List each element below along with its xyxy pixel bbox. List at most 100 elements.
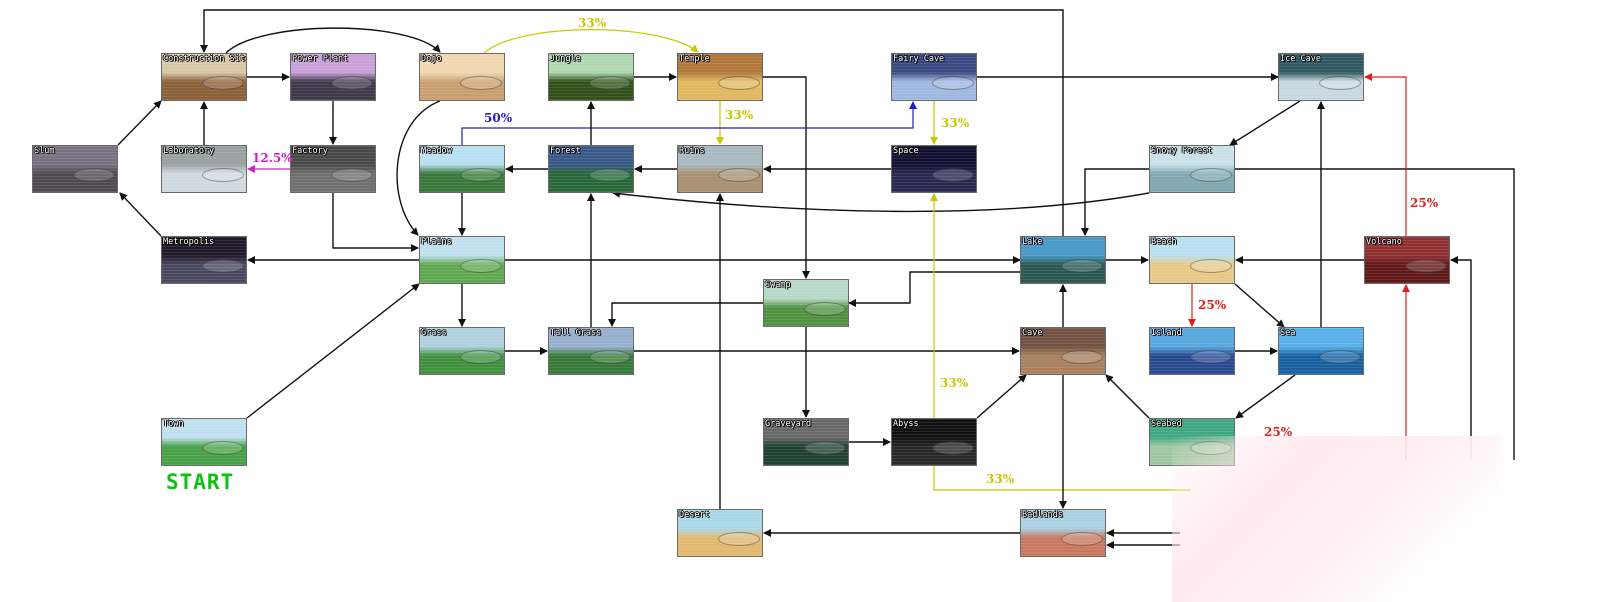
node-label: Grass xyxy=(421,328,447,338)
node-grass[interactable]: Grass xyxy=(419,327,505,375)
node-factory[interactable]: Factory xyxy=(290,145,376,193)
battle-platform xyxy=(202,441,244,455)
node-beach[interactable]: Beach xyxy=(1149,236,1235,284)
edge-abyss-cave xyxy=(976,374,1027,419)
battle-platform xyxy=(1319,76,1361,90)
node-label: Ruins xyxy=(679,146,705,156)
battle-platform xyxy=(932,441,974,455)
node-forest[interactable]: Forest xyxy=(548,145,634,193)
edge-swamp-tallgrass xyxy=(608,302,763,327)
edge-label-beach-25: 25% xyxy=(1198,298,1227,312)
battle-platform xyxy=(1405,259,1447,273)
battle-platform xyxy=(202,259,244,273)
edge-temple-swamp xyxy=(763,76,810,279)
node-sea[interactable]: Sea xyxy=(1278,327,1364,375)
node-label: Factory xyxy=(292,146,328,156)
edge-lake-swamp xyxy=(848,271,1020,307)
battle-platform xyxy=(589,350,631,364)
edge-label-seabed-25: 25% xyxy=(1264,425,1293,439)
node-snowyforest[interactable]: Snowy Forest xyxy=(1149,145,1235,193)
edge-snowyforest-lake xyxy=(1081,168,1149,236)
node-label: Metropolis xyxy=(163,237,215,247)
battle-platform xyxy=(804,302,846,316)
edge-label-abyss-33: 33% xyxy=(940,376,969,390)
edge-slum-construction xyxy=(117,100,162,146)
node-label: Tall Grass xyxy=(550,328,602,338)
node-town[interactable]: Town xyxy=(161,418,247,466)
node-icecave[interactable]: Ice Cave xyxy=(1278,53,1364,101)
battle-platform xyxy=(1319,350,1361,364)
battle-platform xyxy=(460,350,502,364)
edge-label-bottom-33: 33% xyxy=(986,472,1015,486)
battle-platform xyxy=(331,168,373,182)
edge-label-factory-12: 12.5% xyxy=(252,151,293,165)
edge-bottom-yellow-loop xyxy=(933,466,1190,491)
edge-dojo-plains xyxy=(396,100,441,236)
start-label: START xyxy=(166,470,235,494)
node-label: Sea xyxy=(1280,328,1296,338)
edge-dojo-temple xyxy=(483,29,699,54)
node-tallgrass[interactable]: Tall Grass xyxy=(548,327,634,375)
node-label: Plains xyxy=(421,237,452,247)
node-label: Meadow xyxy=(421,146,452,156)
edge-top-loop xyxy=(200,9,1064,236)
node-ruins[interactable]: Ruins xyxy=(677,145,763,193)
node-desert[interactable]: Desert xyxy=(677,509,763,557)
battle-platform xyxy=(1190,168,1232,182)
node-label: Swamp xyxy=(765,280,791,290)
node-cave[interactable]: Cave xyxy=(1020,327,1106,375)
node-fairycave[interactable]: Fairy Cave xyxy=(891,53,977,101)
battle-platform xyxy=(460,76,502,90)
node-metropolis[interactable]: Metropolis xyxy=(161,236,247,284)
node-jungle[interactable]: Jungle xyxy=(548,53,634,101)
node-space[interactable]: Space xyxy=(891,145,977,193)
edge-label-volcano-25: 25% xyxy=(1410,196,1439,210)
edge-snowyforest-forest xyxy=(612,189,1150,213)
node-seabed[interactable]: Seabed xyxy=(1149,418,1235,466)
node-label: Volcano xyxy=(1366,237,1402,247)
battle-platform xyxy=(932,76,974,90)
edge-label-temple-ruins-33: 33% xyxy=(725,108,754,122)
node-label: Abyss xyxy=(893,419,919,429)
node-abyss[interactable]: Abyss xyxy=(891,418,977,466)
edge-metropolis-slum xyxy=(119,192,162,237)
node-label: Slum xyxy=(34,146,55,156)
edge-factory-plains xyxy=(332,193,419,252)
node-island[interactable]: Island xyxy=(1149,327,1235,375)
edge-town-plains xyxy=(246,283,420,419)
node-powerplant[interactable]: Power Plant xyxy=(290,53,376,101)
node-meadow[interactable]: Meadow xyxy=(419,145,505,193)
node-label: Graveyard xyxy=(765,419,812,429)
node-label: Temple xyxy=(679,54,710,64)
edge-sea-seabed xyxy=(1235,374,1296,419)
edge-construction-dojo xyxy=(225,27,441,54)
node-slum[interactable]: Slum xyxy=(32,145,118,193)
node-plains[interactable]: Plains xyxy=(419,236,505,284)
edge-meadow-fairycave xyxy=(461,101,917,145)
node-label: Space xyxy=(893,146,919,156)
node-badlands[interactable]: Badlands xyxy=(1020,509,1106,557)
node-label: Jungle xyxy=(550,54,581,64)
battle-platform xyxy=(804,441,846,455)
node-temple[interactable]: Temple xyxy=(677,53,763,101)
node-label: Seabed xyxy=(1151,419,1182,429)
battle-platform xyxy=(932,168,974,182)
node-construction[interactable]: Construction Site xyxy=(161,53,247,101)
battle-platform xyxy=(202,76,244,90)
node-laboratory[interactable]: Laboratory xyxy=(161,145,247,193)
edge-beach-sea xyxy=(1234,283,1285,328)
node-label: Badlands xyxy=(1022,510,1063,520)
node-lake[interactable]: Lake xyxy=(1020,236,1106,284)
node-label: Forest xyxy=(550,146,581,156)
edge-label-meadow-50: 50% xyxy=(484,111,513,125)
node-dojo[interactable]: Dojo xyxy=(419,53,505,101)
node-volcano[interactable]: Volcano xyxy=(1364,236,1450,284)
node-label: Fairy Cave xyxy=(893,54,945,64)
node-label: Snowy Forest xyxy=(1151,146,1213,156)
node-label: Ice Cave xyxy=(1280,54,1321,64)
edge-snowyforest-right xyxy=(1235,168,1515,460)
node-graveyard[interactable]: Graveyard xyxy=(763,418,849,466)
battle-platform xyxy=(331,76,373,90)
node-swamp[interactable]: Swamp xyxy=(763,279,849,327)
